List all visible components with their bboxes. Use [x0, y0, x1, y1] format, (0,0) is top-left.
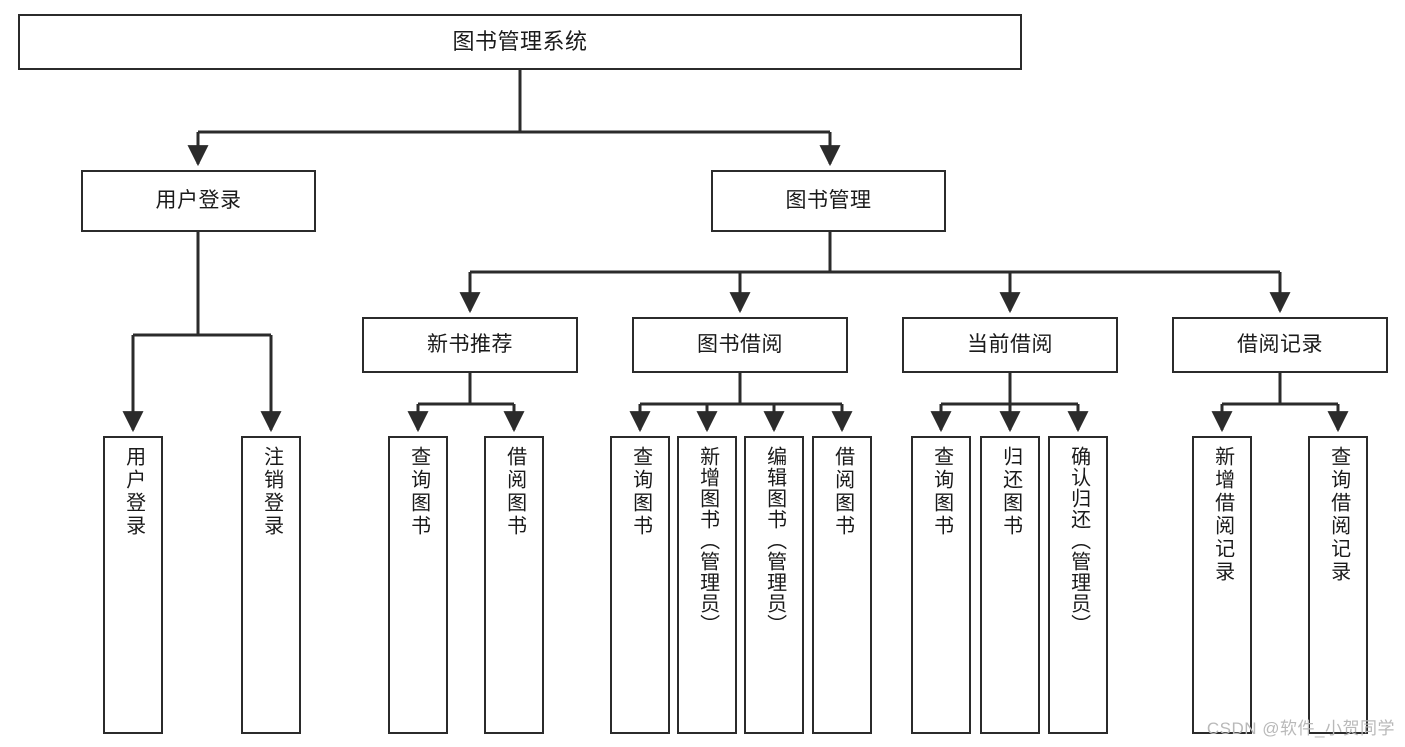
leaf-book-borrow-borrow-book[interactable]: 借阅图书	[812, 436, 872, 734]
leaf-borrow-record-add-record[interactable]: 新增借阅记录	[1192, 436, 1252, 734]
leaf-book-borrow-query-book[interactable]: 查询图书	[610, 436, 670, 734]
leaf-new-book-borrow-book-label: 借阅图书	[503, 446, 526, 538]
leaf-current-borrow-return-book-label: 归还图书	[999, 446, 1022, 538]
leaf-current-borrow-confirm-return-admin[interactable]: 确认归还（管理员）	[1048, 436, 1108, 734]
leaf-user-login-logout-label: 注销登录	[260, 446, 283, 538]
node-new-book-recommend[interactable]: 新书推荐	[362, 317, 578, 373]
node-book-manage-label: 图书管理	[785, 189, 872, 213]
leaf-borrow-record-query-record-label: 查询借阅记录	[1327, 446, 1350, 584]
leaf-current-borrow-query-book-label: 查询图书	[930, 446, 953, 538]
node-current-borrow-label: 当前借阅	[967, 333, 1053, 357]
node-root-library-system[interactable]: 图书管理系统	[18, 14, 1022, 70]
leaf-current-borrow-query-book[interactable]: 查询图书	[911, 436, 971, 734]
leaf-book-borrow-edit-book-admin-label: 编辑图书（管理员）	[763, 446, 786, 635]
leaf-borrow-record-query-record[interactable]: 查询借阅记录	[1308, 436, 1368, 734]
node-borrow-record-label: 借阅记录	[1237, 333, 1323, 357]
leaf-book-borrow-query-book-label: 查询图书	[629, 446, 652, 538]
node-book-manage[interactable]: 图书管理	[711, 170, 946, 232]
leaf-book-borrow-edit-book-admin[interactable]: 编辑图书（管理员）	[744, 436, 804, 734]
leaf-current-borrow-confirm-return-admin-label: 确认归还（管理员）	[1067, 446, 1090, 635]
leaf-book-borrow-borrow-book-label: 借阅图书	[831, 446, 854, 538]
leaf-user-login-login-label: 用户登录	[122, 446, 145, 538]
leaf-current-borrow-return-book[interactable]: 归还图书	[980, 436, 1040, 734]
node-user-login-label: 用户登录	[155, 189, 242, 213]
leaf-user-login-login[interactable]: 用户登录	[103, 436, 163, 734]
node-new-book-recommend-label: 新书推荐	[427, 333, 513, 357]
leaf-book-borrow-add-book-admin[interactable]: 新增图书（管理员）	[677, 436, 737, 734]
csdn-watermark: CSDN @软件_小贺同学	[1206, 719, 1395, 738]
leaf-user-login-logout[interactable]: 注销登录	[241, 436, 301, 734]
node-book-borrow[interactable]: 图书借阅	[632, 317, 848, 373]
leaf-new-book-query-book[interactable]: 查询图书	[388, 436, 448, 734]
leaf-book-borrow-add-book-admin-label: 新增图书（管理员）	[696, 446, 719, 635]
node-root-label: 图书管理系统	[452, 28, 588, 54]
node-user-login[interactable]: 用户登录	[81, 170, 316, 232]
node-current-borrow[interactable]: 当前借阅	[902, 317, 1118, 373]
leaf-borrow-record-add-record-label: 新增借阅记录	[1211, 446, 1234, 584]
node-borrow-record[interactable]: 借阅记录	[1172, 317, 1388, 373]
leaf-new-book-query-book-label: 查询图书	[407, 446, 430, 538]
node-book-borrow-label: 图书借阅	[697, 333, 783, 357]
leaf-new-book-borrow-book[interactable]: 借阅图书	[484, 436, 544, 734]
